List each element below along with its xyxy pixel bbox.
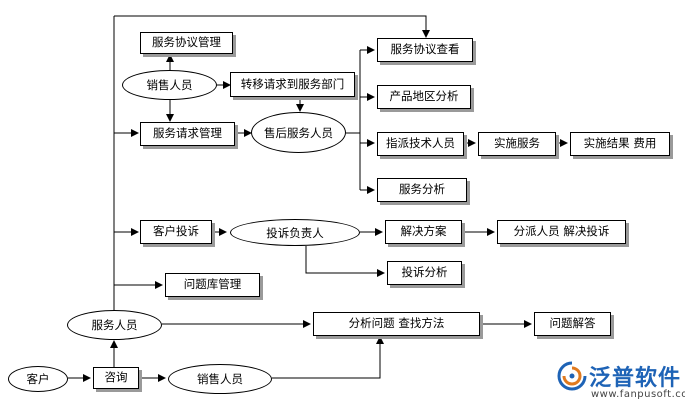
brand-logo: 泛普软件 www.fanpusoft.com	[553, 358, 685, 404]
logo-swirl-icon	[557, 361, 587, 391]
node-sales-staff-top: 销售人员	[122, 70, 217, 100]
node-service-request-mgmt: 服务请求管理	[140, 122, 235, 146]
arrow-sales-to-analyze	[272, 336, 384, 379]
top-arrow	[114, 15, 430, 38]
node-implementation-result-fee: 实施结果 费用	[570, 132, 670, 156]
arrow-to-complaint-analysis	[305, 246, 385, 277]
node-consult: 咨询	[93, 367, 139, 389]
node-service-staff: 服务人员	[67, 310, 162, 340]
node-problem-answer: 问题解答	[534, 312, 611, 336]
node-complaint-analysis: 投诉分析	[387, 261, 462, 285]
logo-brand-text: 泛普软件	[589, 366, 682, 391]
node-service-agreement-mgmt: 服务协议管理	[140, 32, 233, 54]
node-sales-staff-bottom: 销售人员	[168, 364, 272, 394]
node-analyze-find-method: 分析问题 查找方法	[313, 312, 480, 336]
logo-url-text: www.fanpusoft.com	[591, 389, 685, 400]
node-transfer-request: 转移请求到服务部门	[230, 72, 355, 97]
node-implement-service: 实施服务	[478, 132, 556, 156]
node-assign-technician: 指派技术人员	[377, 132, 464, 156]
node-after-sales-staff: 售后服务人员	[251, 112, 346, 153]
node-solution-plan: 解决方案	[385, 220, 462, 244]
node-service-analysis: 服务分析	[377, 178, 467, 202]
node-service-agreement-view: 服务协议查看	[377, 38, 473, 62]
node-product-region-analysis: 产品地区分析	[377, 85, 471, 109]
node-customer-complaint: 客户投诉	[140, 220, 212, 244]
node-customer: 客户	[8, 366, 68, 392]
node-complaint-owner: 投诉负责人	[230, 219, 360, 246]
node-assign-staff-resolve: 分派人员 解决投诉	[497, 220, 626, 244]
node-issue-library-mgmt: 问题库管理	[165, 273, 260, 297]
